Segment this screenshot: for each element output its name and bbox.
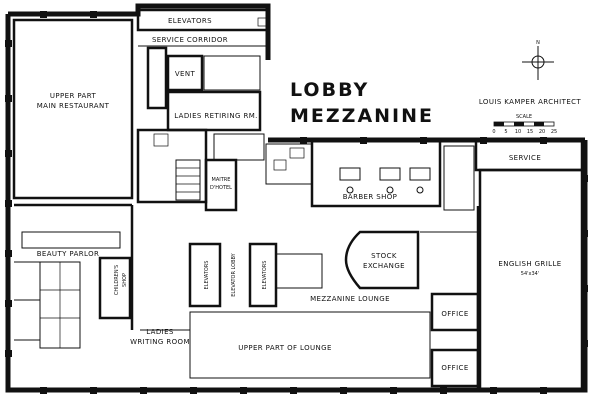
room-upper-part-restaurant-2: MAIN RESTAURANT [37, 102, 110, 110]
room-office-1: OFFICE [441, 310, 468, 318]
room-service-right: SERVICE [509, 154, 541, 162]
compass-icon: N [522, 40, 554, 80]
interior-walls [12, 8, 584, 392]
room-english-grille-dim: 54'x34' [521, 271, 539, 277]
room-vent: VENT [175, 70, 196, 78]
room-upper-part-lounge: UPPER PART OF LOUNGE [238, 344, 332, 352]
room-maitre-2: D'HOTEL [210, 185, 232, 191]
room-english-grille: ENGLISH GRILLE [498, 260, 561, 268]
title-line-1: LOBBY [290, 79, 369, 101]
room-elevators-right: ELEVATORS [262, 261, 268, 290]
title-line-2: MEZZANINE [290, 105, 434, 127]
scale-tick: 0 [492, 129, 495, 135]
scale-tick: 25 [551, 129, 557, 135]
scale-bar: SCALE 0 5 10 15 20 25 [492, 114, 557, 135]
room-maitre-1: MAITRE [212, 177, 231, 183]
scale-tick: 15 [527, 129, 533, 135]
scale-tick: 5 [504, 129, 507, 135]
fixtures [153, 17, 431, 194]
room-stock-exchange-2: EXCHANGE [363, 262, 405, 270]
room-childrens-2: SHOP [122, 273, 128, 287]
room-ladies-writing-1: LADIES [146, 328, 174, 336]
scale-tick: 10 [515, 129, 521, 135]
scale-label: SCALE [516, 114, 532, 120]
room-beauty-parlor: BEAUTY PARLOR [37, 250, 100, 258]
room-service-corridor: SERVICE CORRIDOR [152, 36, 228, 44]
room-ladies-writing-2: WRITING ROOM [130, 338, 190, 346]
room-elevators-left: ELEVATORS [204, 261, 210, 290]
compass-north: N [536, 40, 540, 46]
architect-label: LOUIS KAMPER ARCHITECT [479, 98, 582, 106]
room-elevator-lobby: ELEVATOR LOBBY [231, 252, 237, 296]
room-childrens-1: CHILDREN'S [114, 265, 120, 295]
room-mezzanine-lounge: MEZZANINE LOUNGE [310, 295, 390, 303]
room-barber-shop: BARBER SHOP [343, 193, 398, 201]
scale-tick: 20 [539, 129, 545, 135]
room-ladies-retiring: LADIES RETIRING RM. [174, 112, 258, 120]
room-upper-part-restaurant-1: UPPER PART [50, 92, 97, 100]
exterior-pillars [5, 11, 588, 394]
room-office-2: OFFICE [441, 364, 468, 372]
room-stock-exchange-1: STOCK [371, 252, 397, 260]
room-elevators-top: ELEVATORS [168, 17, 212, 25]
